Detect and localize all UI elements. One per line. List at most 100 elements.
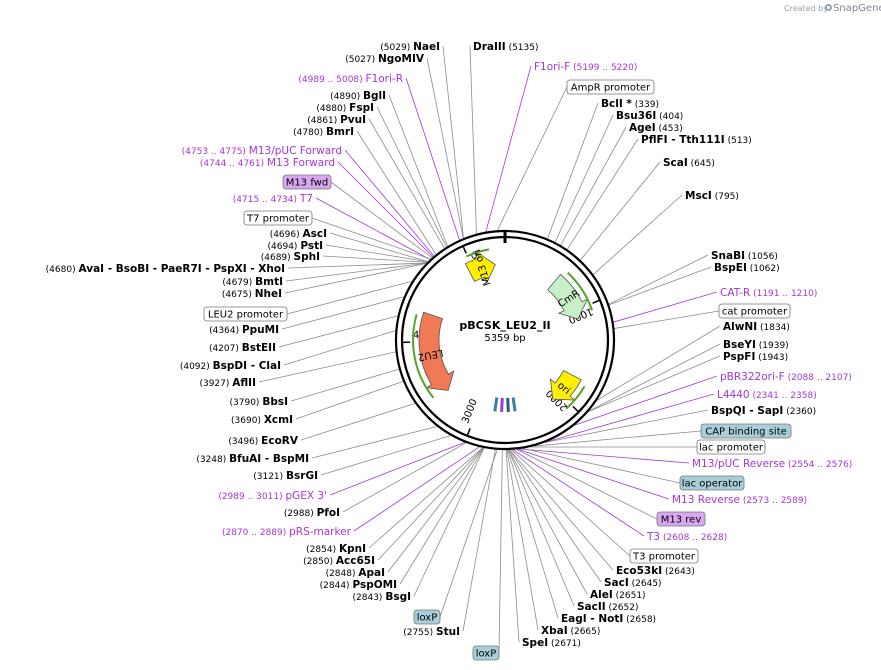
enzyme-name: KpnI [339, 543, 366, 555]
leader-line [300, 402, 416, 441]
feature-box-label: loxP [472, 645, 500, 661]
leader-line [353, 446, 480, 532]
enzyme-label: (4696) AscI [270, 228, 327, 240]
primer-name: T3 [646, 531, 660, 543]
enzyme-label: BseYI (1939) [723, 339, 789, 351]
enzyme-position: (4364) [209, 326, 242, 336]
enzyme-label-multi: (3248) BfuAI - BspMI [196, 453, 309, 465]
mcs-feature-mark [511, 397, 517, 412]
enzyme-position: (4861) [307, 116, 340, 126]
enzyme-label: Bsu36I (404) [616, 110, 683, 122]
enzyme-position: (5029) [380, 43, 413, 53]
enzyme-label: (2843) BsgI [353, 591, 411, 603]
enzyme-name: NaeI [413, 41, 440, 53]
primer-label: F1ori-F (5199 .. 5220) [534, 61, 637, 73]
annotation-labels: (5029) NaeI(5027) NgoMIV(4890) BglI(4880… [46, 41, 852, 661]
ring-tick-mark [462, 245, 467, 254]
enzyme-label: (4689) SphI [261, 251, 320, 263]
enzyme-position: (1939) [756, 341, 789, 351]
primer-range: (2608 .. 2628) [660, 533, 727, 543]
enzyme-label: BspEI (1062) [714, 262, 780, 274]
primer-label: (4989 .. 5008) F1ori-R [298, 73, 403, 85]
leader-line [469, 45, 477, 234]
feature-arrow-leu2 [418, 311, 455, 391]
enzyme-position: (4680) [46, 265, 79, 275]
enzyme-label: MscI (795) [685, 190, 739, 202]
leader-line [498, 449, 503, 654]
enzyme-label: ScaI (645) [663, 157, 715, 169]
enzyme-name: AleI [590, 589, 613, 601]
leader-line [462, 449, 496, 632]
enzyme-label: AlwNI (1834) [723, 321, 790, 333]
leader-line [315, 197, 431, 260]
enzyme-position: (4679) [222, 278, 255, 288]
leader-line [608, 254, 709, 305]
enzyme-name: AscI [302, 228, 327, 240]
leader-line [342, 442, 467, 513]
leader-line [522, 448, 681, 484]
enzyme-position: (1056) [745, 252, 778, 262]
enzyme-name: BstEII [242, 342, 276, 354]
leader-line [329, 441, 465, 496]
enzyme-position: (4207) [209, 344, 242, 354]
enzyme-label: AleI (2651) [590, 589, 646, 601]
ring-tick-mark [592, 299, 601, 304]
primer-range: (5199 .. 5220) [570, 63, 637, 73]
enzyme-label: PflFI - Tth111I (513) [641, 134, 752, 146]
enzyme-position: (5027) [345, 55, 378, 65]
enzyme-position: (2658) [623, 615, 656, 625]
feature-box-bg [472, 645, 500, 661]
feature-box-label: AmpR promoter [566, 79, 655, 95]
ring-tick-mark [466, 428, 471, 437]
feature-box-label: lac operator [679, 475, 745, 491]
ring-tick-label: 3000 [460, 398, 480, 426]
enzyme-name: AgeI [629, 122, 656, 134]
leader-line [613, 291, 718, 323]
primer-range: (4744 .. 4761) [200, 159, 267, 169]
snapgene-logo-icon [825, 4, 832, 11]
feature-direction-arc [412, 314, 435, 399]
enzyme-name: Acc65I [336, 555, 375, 567]
enzyme-position: (5135) [506, 43, 539, 53]
leader-line [356, 130, 437, 255]
primer-range: (2870 .. 2889) [222, 528, 289, 538]
primer-range: (2573 .. 2589) [740, 496, 807, 506]
feature-box-label: M13 fwd [282, 174, 332, 190]
enzyme-label: (5029) NaeI [380, 41, 440, 53]
feature-box-bg [718, 303, 791, 319]
enzyme-position: (4696) [270, 230, 303, 240]
leader-line [281, 296, 404, 330]
enzyme-label: (3121) BsrGI [253, 470, 318, 482]
enzyme-name: BclI * [601, 98, 632, 110]
enzyme-name: SphI [294, 251, 320, 263]
primer-range: (4989 .. 5008) [298, 75, 365, 85]
primer-range: (1191 .. 1210) [750, 289, 817, 299]
enzyme-name: PspFI [723, 351, 755, 363]
feature-box-bg [566, 79, 655, 95]
enzyme-label: BspQI - SapI (2360) [711, 405, 816, 417]
enzyme-position: (2645) [629, 579, 662, 589]
mcs-feature-mark [493, 397, 499, 412]
feature-box-text: CAP binding site [705, 427, 787, 438]
feature-box-bg [679, 475, 745, 491]
enzyme-label-multi: (4092) BspDI - ClaI [180, 360, 281, 372]
primer-label: L4440 (2341 .. 2358) [717, 389, 817, 401]
enzyme-position: (2671) [548, 639, 581, 649]
leader-line [399, 447, 485, 585]
enzyme-label: SacI (2645) [604, 577, 662, 589]
snapgene-credit: Created by SnapGene [784, 3, 881, 14]
feature-box-label: M13 rev [656, 511, 706, 527]
leader-line [344, 149, 435, 257]
enzyme-position: (404) [656, 112, 683, 122]
feature-box-bg [629, 548, 699, 564]
enzyme-position: (2360) [783, 407, 816, 417]
primer-range: (4715 .. 4734) [233, 195, 300, 205]
leader-line [325, 244, 428, 263]
enzyme-position: (795) [712, 192, 739, 202]
enzyme-label: (2988) PfoI [284, 507, 340, 519]
enzyme-position: (2988) [284, 509, 317, 519]
primer-name: pGEX 3' [285, 490, 327, 502]
feature-box-text: T3 promoter [632, 552, 696, 563]
enzyme-position: (2665) [568, 627, 601, 637]
